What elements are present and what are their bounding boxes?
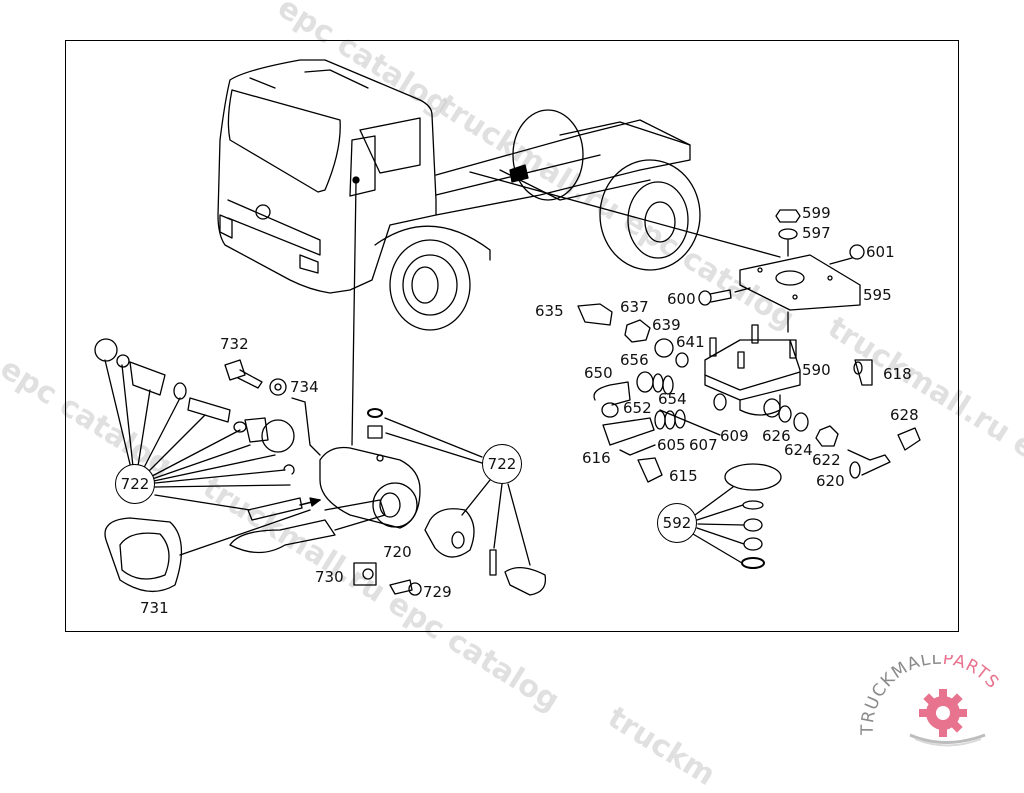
part-label-654: 654 <box>658 390 687 408</box>
truck-cab <box>217 59 437 294</box>
washer-734 <box>269 378 287 396</box>
part-label-600: 600 <box>667 290 696 308</box>
nut-601 <box>849 244 865 260</box>
part-label-734: 734 <box>290 378 319 396</box>
part-label-597: 597 <box>802 224 831 242</box>
kit-722-left-parts <box>94 338 321 592</box>
truckmallparts-logo: TRUCKMALLPARTS <box>858 655 1002 747</box>
parts-722-right <box>367 408 547 596</box>
part-label-635: 635 <box>535 302 564 320</box>
part-label-609: 609 <box>720 427 749 445</box>
bolt-732 <box>224 359 263 389</box>
clip-730 <box>353 562 377 586</box>
part-label-615: 615 <box>669 467 698 485</box>
part-label-601: 601 <box>866 243 895 261</box>
part-label-599: 599 <box>802 204 831 222</box>
part-label-616: 616 <box>582 449 611 467</box>
part-label-656: 656 <box>620 351 649 369</box>
part-label-732: 732 <box>220 335 249 353</box>
part-label-618: 618 <box>883 365 912 383</box>
part-label-620: 620 <box>816 472 845 490</box>
exploded-diagram <box>94 59 921 596</box>
bolt-600 <box>698 287 751 306</box>
screw-729 <box>389 579 422 596</box>
bracket-595 <box>739 239 861 333</box>
part-label-639: 639 <box>652 316 681 334</box>
part-label-622: 622 <box>812 451 841 469</box>
part-label-607: 607 <box>689 436 718 454</box>
part-label-590: 590 <box>802 361 831 379</box>
fittings-right <box>778 359 921 479</box>
part-label-626: 626 <box>762 427 791 445</box>
unit-720 <box>229 446 421 554</box>
part-label-730: 730 <box>315 568 344 586</box>
part-label-628: 628 <box>890 406 919 424</box>
part-label-641: 641 <box>676 333 705 351</box>
diagram-frame <box>65 40 959 632</box>
part-label-624: 624 <box>784 441 813 459</box>
part-label-729: 729 <box>423 583 452 601</box>
part-label-605: 605 <box>657 436 686 454</box>
callout-722-left: 722 <box>115 464 155 504</box>
fittings-left <box>577 303 689 483</box>
truck-chassis <box>435 109 701 271</box>
nut-599 <box>775 209 801 223</box>
callout-722-right: 722 <box>482 444 522 484</box>
gear-icon <box>909 689 986 747</box>
part-label-720: 720 <box>383 543 412 561</box>
part-label-731: 731 <box>140 599 169 617</box>
kit-592-parts <box>692 463 782 569</box>
valve-590 <box>704 324 801 418</box>
callout-592: 592 <box>657 503 697 543</box>
washer-597 <box>778 228 798 240</box>
part-label-650: 650 <box>584 364 613 382</box>
part-label-637: 637 <box>620 298 649 316</box>
part-label-652: 652 <box>623 399 652 417</box>
front-wheel <box>374 225 491 331</box>
part-label-595: 595 <box>863 286 892 304</box>
